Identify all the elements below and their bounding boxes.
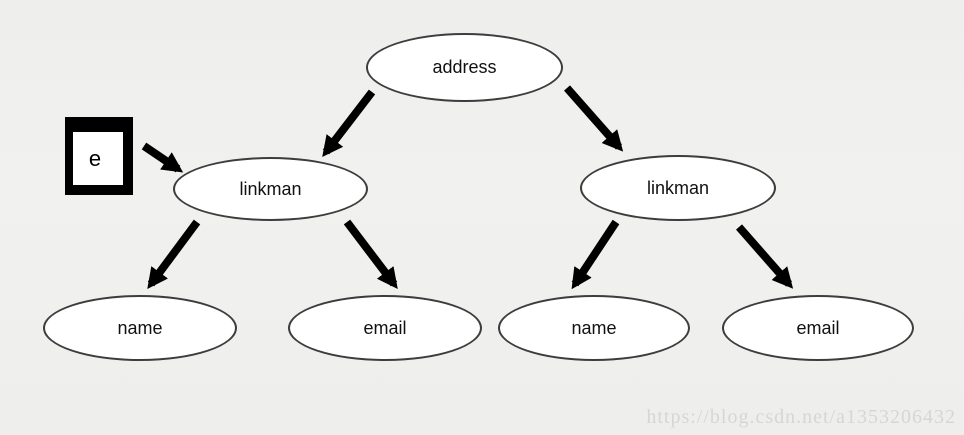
node-linkman-right: linkman <box>580 155 776 221</box>
node-label: linkman <box>646 177 710 198</box>
element-annotation-label: e <box>88 145 102 171</box>
edge-annotation-to-linkman-left <box>141 142 184 173</box>
element-annotation-frame: e <box>65 117 133 195</box>
node-label: linkman <box>239 178 302 199</box>
node-email-right: email <box>722 295 914 361</box>
element-annotation-box: e <box>73 132 123 185</box>
edge-linkman-left-to-email <box>343 219 398 289</box>
node-name-left: name <box>43 295 237 361</box>
edge-linkman-right-to-email <box>735 224 794 289</box>
node-label: name <box>117 317 163 338</box>
edge-address-to-linkman-left <box>322 89 376 157</box>
edge-linkman-left-to-name <box>147 219 201 290</box>
edge-linkman-right-to-name <box>571 219 620 290</box>
node-label: address <box>432 57 497 77</box>
node-name-right: name <box>498 295 690 361</box>
node-label: email <box>363 317 407 338</box>
node-email-left: email <box>288 295 482 361</box>
node-label: email <box>796 317 840 338</box>
watermark: https://blog.csdn.net/a1353206432 <box>646 406 956 428</box>
node-linkman-left: linkman <box>173 157 368 221</box>
edge-address-to-linkman-right <box>563 85 624 152</box>
node-label: name <box>571 317 617 338</box>
node-address: address <box>366 33 563 102</box>
